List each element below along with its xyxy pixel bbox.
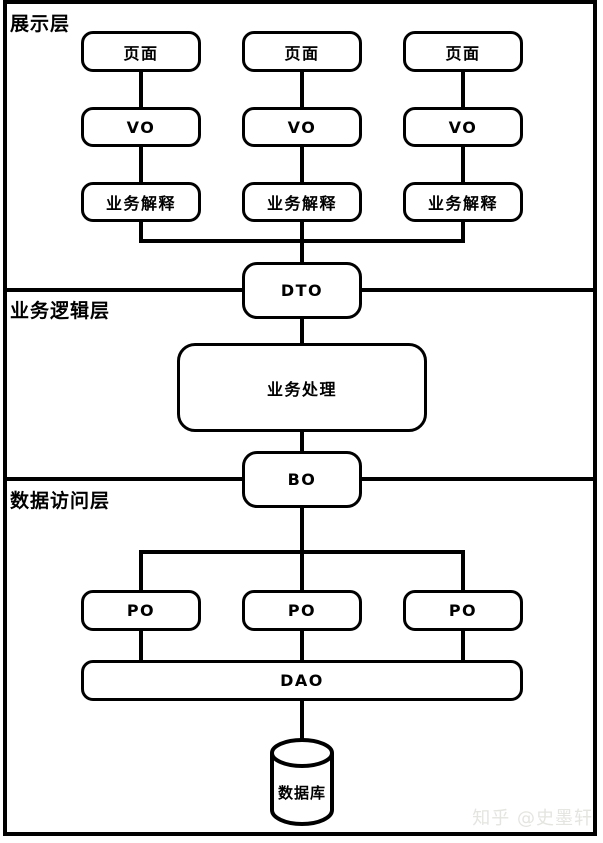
- connector-vo-interpret-center: [300, 146, 304, 182]
- node-page-right: 页面: [403, 31, 523, 72]
- node-po-left: PO: [81, 590, 201, 631]
- node-dto: DTO: [242, 262, 362, 319]
- node-dao: DAO: [81, 660, 523, 701]
- node-interpret-right: 业务解释: [403, 182, 523, 222]
- node-interpret-left: 业务解释: [81, 182, 201, 222]
- node-vo-right: VO: [403, 107, 523, 147]
- connector-po-dao-right: [461, 631, 465, 661]
- connector-interpret-bus-right: [461, 222, 465, 243]
- database-cylinder-icon: [270, 738, 334, 826]
- diagram-border: [3, 0, 597, 836]
- node-process: 业务处理: [177, 343, 427, 432]
- node-bo: BO: [242, 451, 362, 508]
- node-po-center: PO: [242, 590, 362, 631]
- connector-dto-process: [300, 318, 304, 345]
- connector-bus-top: [139, 239, 465, 243]
- connector-bus-po-left: [139, 552, 143, 590]
- watermark: 知乎 @史墨轩: [472, 808, 593, 829]
- connector-page-vo-right: [461, 71, 465, 107]
- connector-page-vo-left: [139, 71, 143, 107]
- layer-label-business-logic: 业务逻辑层: [10, 300, 111, 322]
- connector-po-dao-left: [139, 631, 143, 661]
- connector-interpret-bus-left: [139, 222, 143, 243]
- node-interpret-center: 业务解释: [242, 182, 362, 222]
- connector-bus-po-center: [300, 552, 304, 590]
- connector-bo-bus: [300, 506, 304, 554]
- connector-process-bo: [300, 430, 304, 453]
- connector-vo-interpret-left: [139, 146, 143, 182]
- connector-po-dao-center: [300, 631, 304, 661]
- connector-page-vo-center: [300, 71, 304, 107]
- node-vo-left: VO: [81, 107, 201, 147]
- node-database-label: 数据库: [277, 784, 326, 802]
- layer-label-presentation: 展示层: [10, 13, 71, 35]
- node-vo-center: VO: [242, 107, 362, 147]
- connector-vo-interpret-right: [461, 146, 465, 182]
- node-page-left: 页面: [81, 31, 201, 72]
- node-po-right: PO: [403, 590, 523, 631]
- node-page-center: 页面: [242, 31, 362, 72]
- connector-bus-po-right: [461, 552, 465, 590]
- layer-label-data-access: 数据访问层: [10, 490, 111, 512]
- connector-dao-database: [300, 701, 304, 745]
